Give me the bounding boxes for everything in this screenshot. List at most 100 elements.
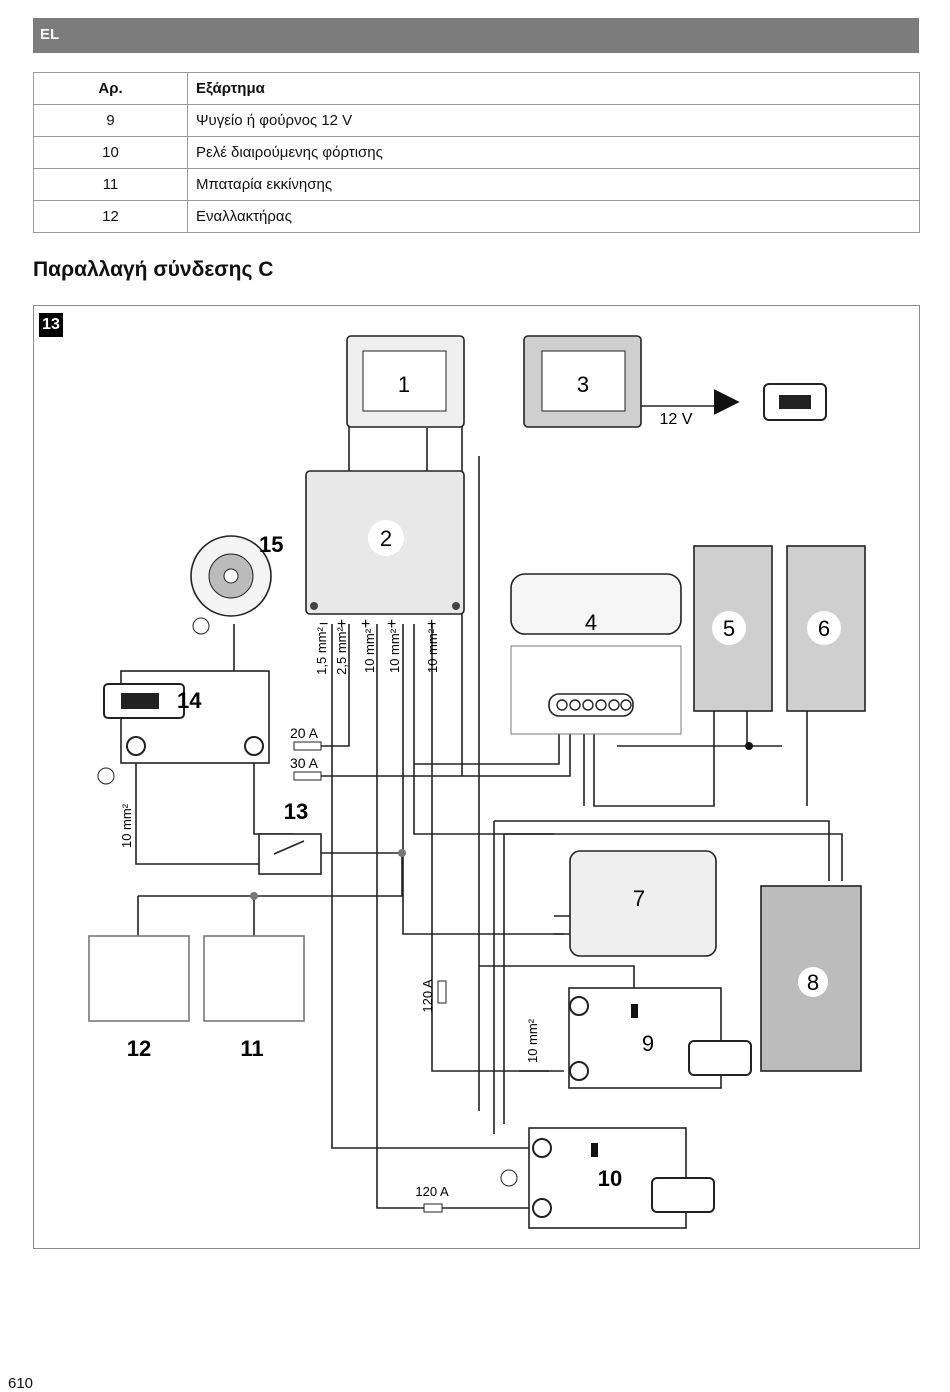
sign-plus: + [387,616,396,633]
fuse-120a-bottom [423,1203,443,1213]
wire-loads [137,853,403,936]
battery-terminal-pos [569,1061,589,1081]
label-8: 8 [807,970,819,995]
shunt-icon [591,1143,598,1157]
junction-dot [745,742,753,750]
fuse-20a [293,741,322,751]
page-number: 610 [8,1375,34,1392]
label-7: 7 [633,886,645,911]
sign-plus: + [337,616,346,633]
fuse-120a-bottom-label: 120 A [415,1184,449,1199]
shunt-icon [631,1004,638,1018]
fuse-120a-vertical [437,980,447,1004]
cable-1-5-label: 1,5 mm² [314,626,329,674]
language-header-bar: EL [33,18,919,53]
cable-10-battery-label: 10 mm² [525,1018,540,1063]
cell-part: Ψυγείο ή φούρνος 12 V [187,104,920,137]
label-10: 10 [598,1166,622,1191]
fuse-20a-label: 20 A [290,725,319,741]
regulator-badge [368,520,404,556]
cable-10-left-label: 10 mm² [119,803,134,848]
split-relay-13 [258,833,322,875]
screw-icon [452,602,460,610]
table-row: 10 Ρελέ διαιρούμενης φόρτισης [33,136,920,169]
language-code: EL [40,26,60,43]
wire-10mm-c [431,624,549,1072]
display-screen-1 [362,350,447,412]
label-15: 15 [259,532,283,557]
label-11: 11 [240,1036,263,1061]
label-13: 13 [284,799,308,824]
wire-10mm-left [135,746,259,865]
voltage-label: 12 V [660,411,693,428]
camper-battery-icon [688,1040,752,1076]
cell-part: Εναλλακτήρας [187,200,920,233]
table-row: 9 Ψυγείο ή φούρνος 12 V [33,104,920,137]
ground-icon [500,1169,518,1187]
battery-terminal-neg [126,736,146,756]
cable-10-b-label: 10 mm² [387,628,402,673]
cell-part: Μπαταρία εκκίνησης [187,168,920,201]
wire-10mm-a [402,624,564,935]
fuse-30a [293,771,322,781]
junction-dot [398,849,406,857]
label-9: 9 [642,1031,654,1056]
label-3: 3 [577,372,589,397]
battery-terminal-pos [532,1198,552,1218]
loads-11 [203,935,305,1022]
junction-dot [250,892,258,900]
label-4: 4 [585,610,597,635]
alternator-hub [223,568,239,584]
fuse-30a-label: 30 A [290,755,319,771]
section-title: Παραλλαγή σύνδεσης C [33,258,274,281]
wire-120a-bottom [376,624,534,1209]
battery-terminal-pos [244,736,264,756]
wiring-diagram: 1 3 12 V 2 15 14 20 A 30 A [88,335,866,1229]
cable-10-c-label: 10 mm² [425,628,440,673]
figure-number-badge: 13 [39,313,63,337]
controller-4-handle [510,573,682,635]
sign-plus: + [427,616,436,633]
table-row: 11 Μπαταρία εκκίνησης [33,168,920,201]
fuse-120a-vertical-label: 120 A [420,979,435,1013]
wire-20a [321,624,350,747]
solar-badge-5 [712,611,746,645]
label-2: 2 [380,526,392,551]
label-12: 12 [127,1036,151,1061]
cell-number: 10 [33,136,188,169]
screw-icon [310,602,318,610]
fridge-oven-12 [88,935,190,1022]
inverter-7 [569,850,717,957]
cell-number: 9 [33,104,188,137]
label-5: 5 [723,616,735,641]
sign-plus: + [361,616,370,633]
table-header-row: Αρ. Εξάρτημα [33,72,920,105]
cell-number: 12 [33,200,188,233]
label-14: 14 [177,688,202,713]
wire-solar-neg [593,711,782,807]
wire-ground-main [331,624,534,1149]
column-header-part: Εξάρτημα [187,72,920,105]
display-screen-3 [541,350,626,412]
parts-table: Αρ. Εξάρτημα 9 Ψυγείο ή φούρνος 12 V 10 … [33,72,920,233]
camper-icon [121,693,159,709]
cell-part: Ρελέ διαιρούμενης φόρτισης [187,136,920,169]
relay-switch [273,840,305,855]
table-row: 12 Εναλλακτήρας [33,200,920,233]
camper-battery-icon [651,1177,715,1213]
arrow-icon [714,389,740,415]
solar-badge-6 [807,611,841,645]
wire-charger-down [493,821,505,1134]
battery-terminal-neg [569,996,589,1016]
wire-charger [494,820,843,881]
label-1: 1 [398,372,410,397]
wiring-diagram-figure: 13 [33,305,920,1249]
cable-2-5-label: 2,5 mm² [334,626,349,674]
camper-icon [779,395,811,409]
cable-10-a-label: 10 mm² [362,628,377,673]
ground-icon [192,617,210,635]
controller-4 [510,645,682,735]
column-header-number: Αρ. [33,72,188,105]
ground-icon [97,767,115,785]
battery-terminal-neg [532,1138,552,1158]
